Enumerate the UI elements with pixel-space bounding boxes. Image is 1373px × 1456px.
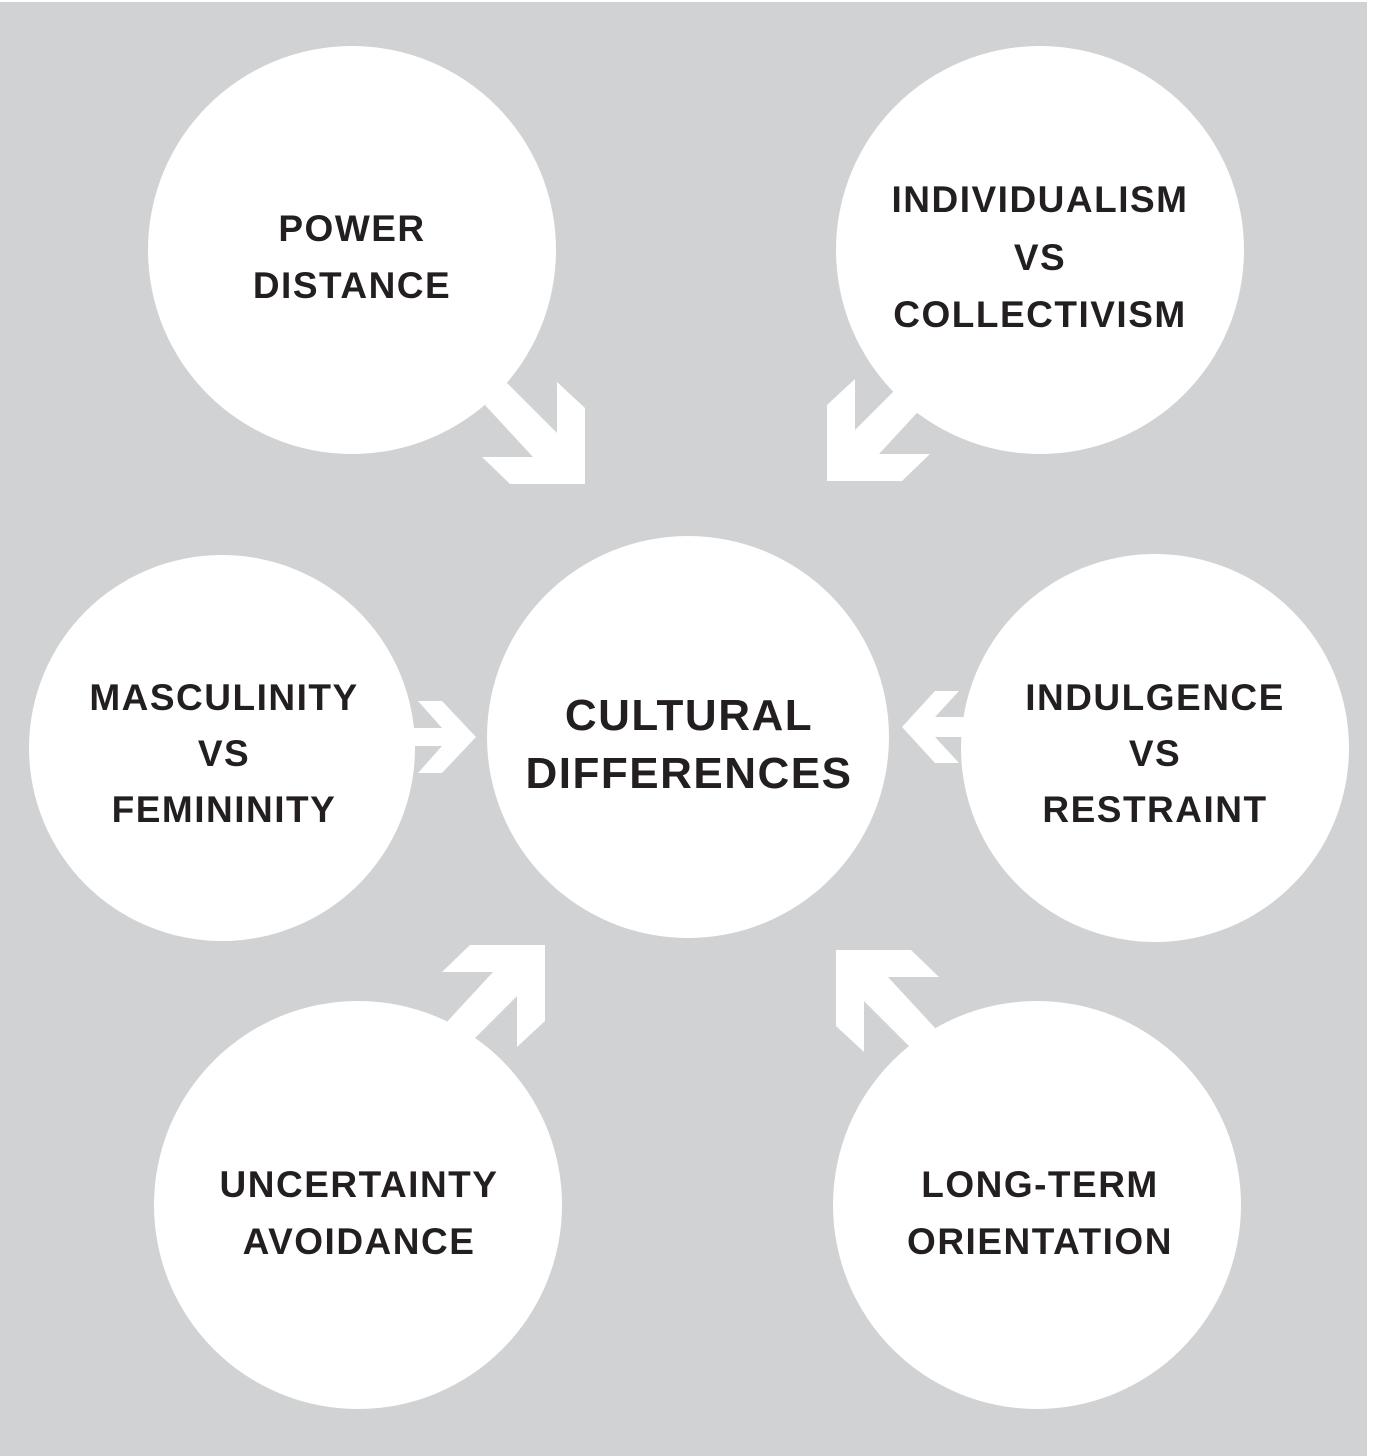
circle-individualism-collectivism — [836, 46, 1244, 454]
circle-long-term-orientation — [833, 1001, 1241, 1409]
label-power-distance-line2: DISTANCE — [253, 265, 451, 306]
circle-center — [487, 536, 889, 938]
label-masculinity-line3: FEMININITY — [112, 789, 337, 830]
arrow-uncertainty-avoidance — [442, 945, 545, 1047]
circle-indulgence-restraint — [961, 554, 1349, 942]
label-power-distance-line1: POWER — [278, 208, 425, 249]
label-individualism-line1: INDIVIDUALISM — [892, 179, 1189, 220]
circle-masculinity-femininity — [29, 555, 415, 941]
label-uncertainty-line1: UNCERTAINTY — [220, 1164, 499, 1205]
label-masculinity-line2: VS — [198, 733, 250, 774]
label-indulgence-line2: VS — [1129, 733, 1181, 774]
arrow-individualism-collectivism — [827, 379, 930, 481]
label-center-line1: CULTURAL — [565, 691, 813, 740]
label-indulgence-line3: RESTRAINT — [1042, 789, 1267, 830]
label-indulgence-line1: INDULGENCE — [1025, 677, 1285, 718]
arrow-indulgence-restraint — [902, 691, 968, 763]
circle-uncertainty-avoidance — [154, 1001, 562, 1409]
label-masculinity-line1: MASCULINITY — [89, 677, 358, 718]
label-individualism-line2: VS — [1014, 237, 1066, 278]
label-individualism-line3: COLLECTIVISM — [893, 294, 1186, 335]
circle-power-distance — [148, 46, 556, 454]
arrow-masculinity-femininity — [410, 701, 476, 773]
arrow-long-term-orientation — [836, 950, 939, 1052]
label-long-term-line1: LONG-TERM — [921, 1164, 1159, 1205]
label-long-term-line2: ORIENTATION — [907, 1221, 1173, 1262]
label-center-line2: DIFFERENCES — [526, 749, 853, 798]
arrow-power-distance — [482, 382, 585, 484]
label-uncertainty-line2: AVOIDANCE — [243, 1221, 476, 1262]
